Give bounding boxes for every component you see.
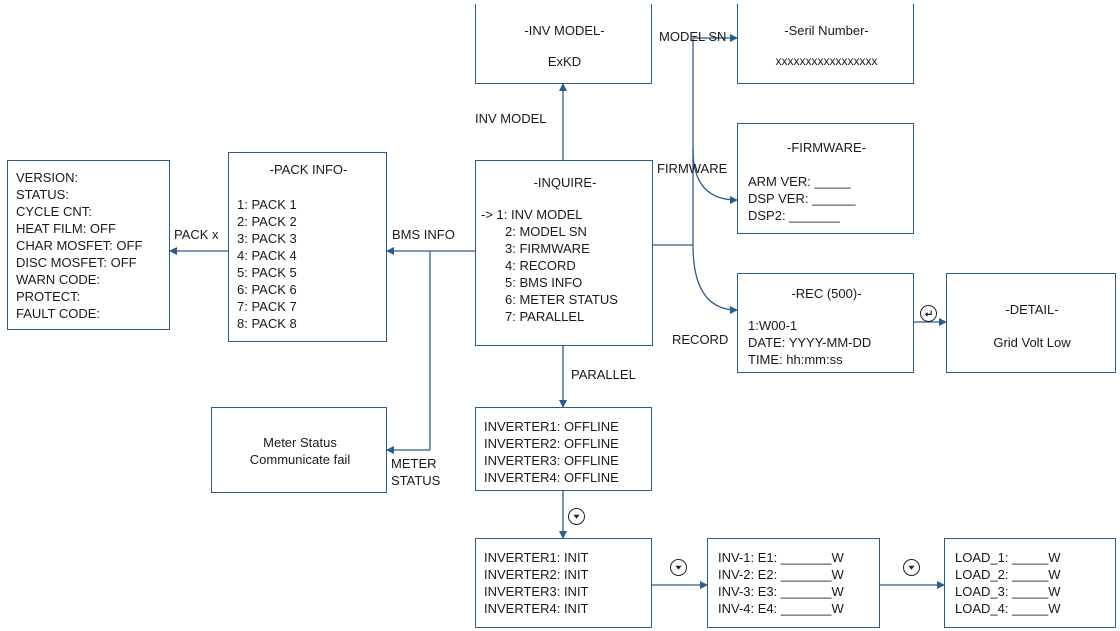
- pack-detail-line: DISC MOSFET: OFF: [16, 255, 137, 270]
- firmware-line: DSP VER: ______: [748, 191, 856, 206]
- load-line: LOAD_4: _____W: [955, 601, 1061, 616]
- parallel-init-box: INVERTER1: INIT INVERTER2: INIT INVERTER…: [475, 538, 652, 628]
- inquire-item-5[interactable]: 5: BMS INFO: [505, 275, 583, 290]
- down-key-icon[interactable]: [670, 559, 687, 576]
- inv-model-title: -INV MODEL-: [524, 23, 605, 38]
- detail-box: -DETAIL- Grid Volt Low: [946, 273, 1116, 373]
- edge-label-record: RECORD: [672, 332, 729, 347]
- pack-detail-line: PROTECT:: [16, 289, 81, 304]
- pack-item[interactable]: 6: PACK 6: [237, 282, 297, 297]
- pack-item[interactable]: 5: PACK 5: [237, 265, 297, 280]
- pack-detail-line: FAULT CODE:: [16, 306, 101, 321]
- pack-detail-line: STATUS:: [16, 187, 69, 202]
- parallel-status-line: INVERTER4: OFFLINE: [484, 470, 619, 485]
- record-lines: 1:W00-1 DATE: YYYY-MM-DD TIME: hh:mm:ss: [748, 317, 871, 368]
- record-title: -REC (500)-: [791, 286, 862, 301]
- inquire-item-2[interactable]: 2: MODEL SN: [505, 224, 587, 239]
- edge-to-record: [692, 244, 738, 314]
- edge-label-pack-x: PACK x: [174, 227, 219, 242]
- pack-item[interactable]: 3: PACK 3: [237, 231, 297, 246]
- firmware-lines: ARM VER: _____ DSP VER: ______ DSP2: ___…: [748, 173, 855, 224]
- meter-status-box: Meter Status Communicate fail: [211, 407, 387, 493]
- edge-label-firmware: FIRMWARE: [657, 161, 728, 176]
- parallel-status-line: INVERTER2: OFFLINE: [484, 436, 619, 451]
- serial-number-value: xxxxxxxxxxxxxxxxx: [775, 54, 878, 68]
- parallel-status-box: INVERTER1: OFFLINE INVERTER2: OFFLINE IN…: [475, 407, 652, 491]
- energy-line: INV-2: E2: _______W: [718, 567, 844, 582]
- pack-item[interactable]: 1: PACK 1: [237, 197, 297, 212]
- pack-item[interactable]: 2: PACK 2: [237, 214, 297, 229]
- pack-item[interactable]: 7: PACK 7: [237, 299, 297, 314]
- firmware-line: ARM VER: _____: [748, 174, 851, 189]
- parallel-status-line: INVERTER3: OFFLINE: [484, 453, 619, 468]
- pack-info-box: -PACK INFO- 1: PACK 1 2: PACK 2 3: PACK …: [228, 152, 387, 342]
- record-line: DATE: YYYY-MM-DD: [748, 335, 872, 350]
- parallel-status-line: INVERTER1: OFFLINE: [484, 419, 619, 434]
- meter-status-line-1: Meter Status: [263, 435, 337, 450]
- energy-lines: INV-1: E1: _______W INV-2: E2: _______W …: [718, 549, 844, 617]
- pack-item[interactable]: 4: PACK 4: [237, 248, 297, 263]
- pack-detail-lines: VERSION: STATUS: CYCLE CNT: HEAT FILM: O…: [16, 169, 142, 322]
- detail-value: Grid Volt Low: [993, 335, 1071, 350]
- enter-key-icon[interactable]: [920, 305, 937, 322]
- edge-label-inv-model: INV MODEL: [475, 111, 547, 126]
- energy-box: INV-1: E1: _______W INV-2: E2: _______W …: [707, 538, 880, 628]
- edge-label-parallel: PARALLEL: [571, 367, 636, 382]
- inquire-box: -INQUIRE- -> 1: INV MODEL 2: MODEL SN 3:…: [475, 160, 653, 346]
- parallel-init-line: INVERTER1: INIT: [484, 550, 589, 565]
- energy-line: INV-3: E3: _______W: [718, 584, 844, 599]
- load-line: LOAD_1: _____W: [955, 550, 1061, 565]
- inquire-item-1[interactable]: -> 1: INV MODEL: [481, 207, 583, 222]
- load-line: LOAD_2: _____W: [955, 567, 1061, 582]
- record-line: 1:W00-1: [748, 318, 798, 333]
- firmware-line: DSP2: _______: [748, 208, 840, 223]
- edge-label-meter-status-2: STATUS: [391, 473, 441, 488]
- detail-title: -DETAIL-: [1005, 302, 1059, 317]
- load-lines: LOAD_1: _____W LOAD_2: _____W LOAD_3: __…: [955, 549, 1061, 617]
- edge-label-bms-info: BMS INFO: [392, 227, 455, 242]
- serial-number-box: -Seril Number- xxxxxxxxxxxxxxxxx: [737, 4, 914, 84]
- energy-line: INV-4: E4: _______W: [718, 601, 844, 616]
- pack-detail-line: WARN CODE:: [16, 272, 101, 287]
- pack-detail-line: CHAR MOSFET: OFF: [16, 238, 143, 253]
- pack-detail-line: VERSION:: [16, 170, 79, 185]
- down-key-icon[interactable]: [903, 559, 920, 576]
- inv-model-value: ExKD: [547, 54, 582, 69]
- pack-detail-line: CYCLE CNT:: [16, 204, 92, 219]
- inquire-item-4[interactable]: 4: RECORD: [505, 258, 576, 273]
- meter-status-line-2: Communicate fail: [249, 452, 351, 467]
- parallel-init-lines: INVERTER1: INIT INVERTER2: INIT INVERTER…: [484, 549, 589, 617]
- inquire-item-3[interactable]: 3: FIRMWARE: [505, 241, 590, 256]
- inquire-title: -INQUIRE-: [533, 175, 597, 190]
- pack-info-title: -PACK INFO-: [269, 162, 348, 177]
- inv-model-box: -INV MODEL- ExKD: [475, 4, 652, 84]
- parallel-status-lines: INVERTER1: OFFLINE INVERTER2: OFFLINE IN…: [484, 418, 619, 486]
- record-line: TIME: hh:mm:ss: [748, 352, 843, 367]
- load-box: LOAD_1: _____W LOAD_2: _____W LOAD_3: __…: [944, 538, 1116, 628]
- pack-detail-box: VERSION: STATUS: CYCLE CNT: HEAT FILM: O…: [7, 160, 170, 330]
- firmware-box: -FIRMWARE- ARM VER: _____ DSP VER: _____…: [737, 123, 914, 234]
- pack-info-list: 1: PACK 1 2: PACK 2 3: PACK 3 4: PACK 4 …: [237, 196, 297, 332]
- serial-number-title: -Seril Number-: [784, 23, 869, 38]
- inquire-item-7[interactable]: 7: PARALLEL: [505, 309, 585, 324]
- edge-label-meter-status-1: METER: [391, 456, 437, 471]
- record-box: -REC (500)- 1:W00-1 DATE: YYYY-MM-DD TIM…: [737, 273, 914, 373]
- energy-line: INV-1: E1: _______W: [718, 550, 844, 565]
- parallel-init-line: INVERTER3: INIT: [484, 584, 589, 599]
- inquire-item-6[interactable]: 6: METER STATUS: [505, 292, 618, 307]
- pack-detail-line: HEAT FILM: OFF: [16, 221, 116, 236]
- firmware-title: -FIRMWARE-: [787, 140, 866, 155]
- parallel-init-line: INVERTER2: INIT: [484, 567, 589, 582]
- parallel-init-line: INVERTER4: INIT: [484, 601, 589, 616]
- load-line: LOAD_3: _____W: [955, 584, 1061, 599]
- down-key-icon[interactable]: [568, 508, 585, 525]
- pack-item[interactable]: 8: PACK 8: [237, 316, 297, 331]
- edge-label-model-sn: MODEL SN: [659, 29, 727, 44]
